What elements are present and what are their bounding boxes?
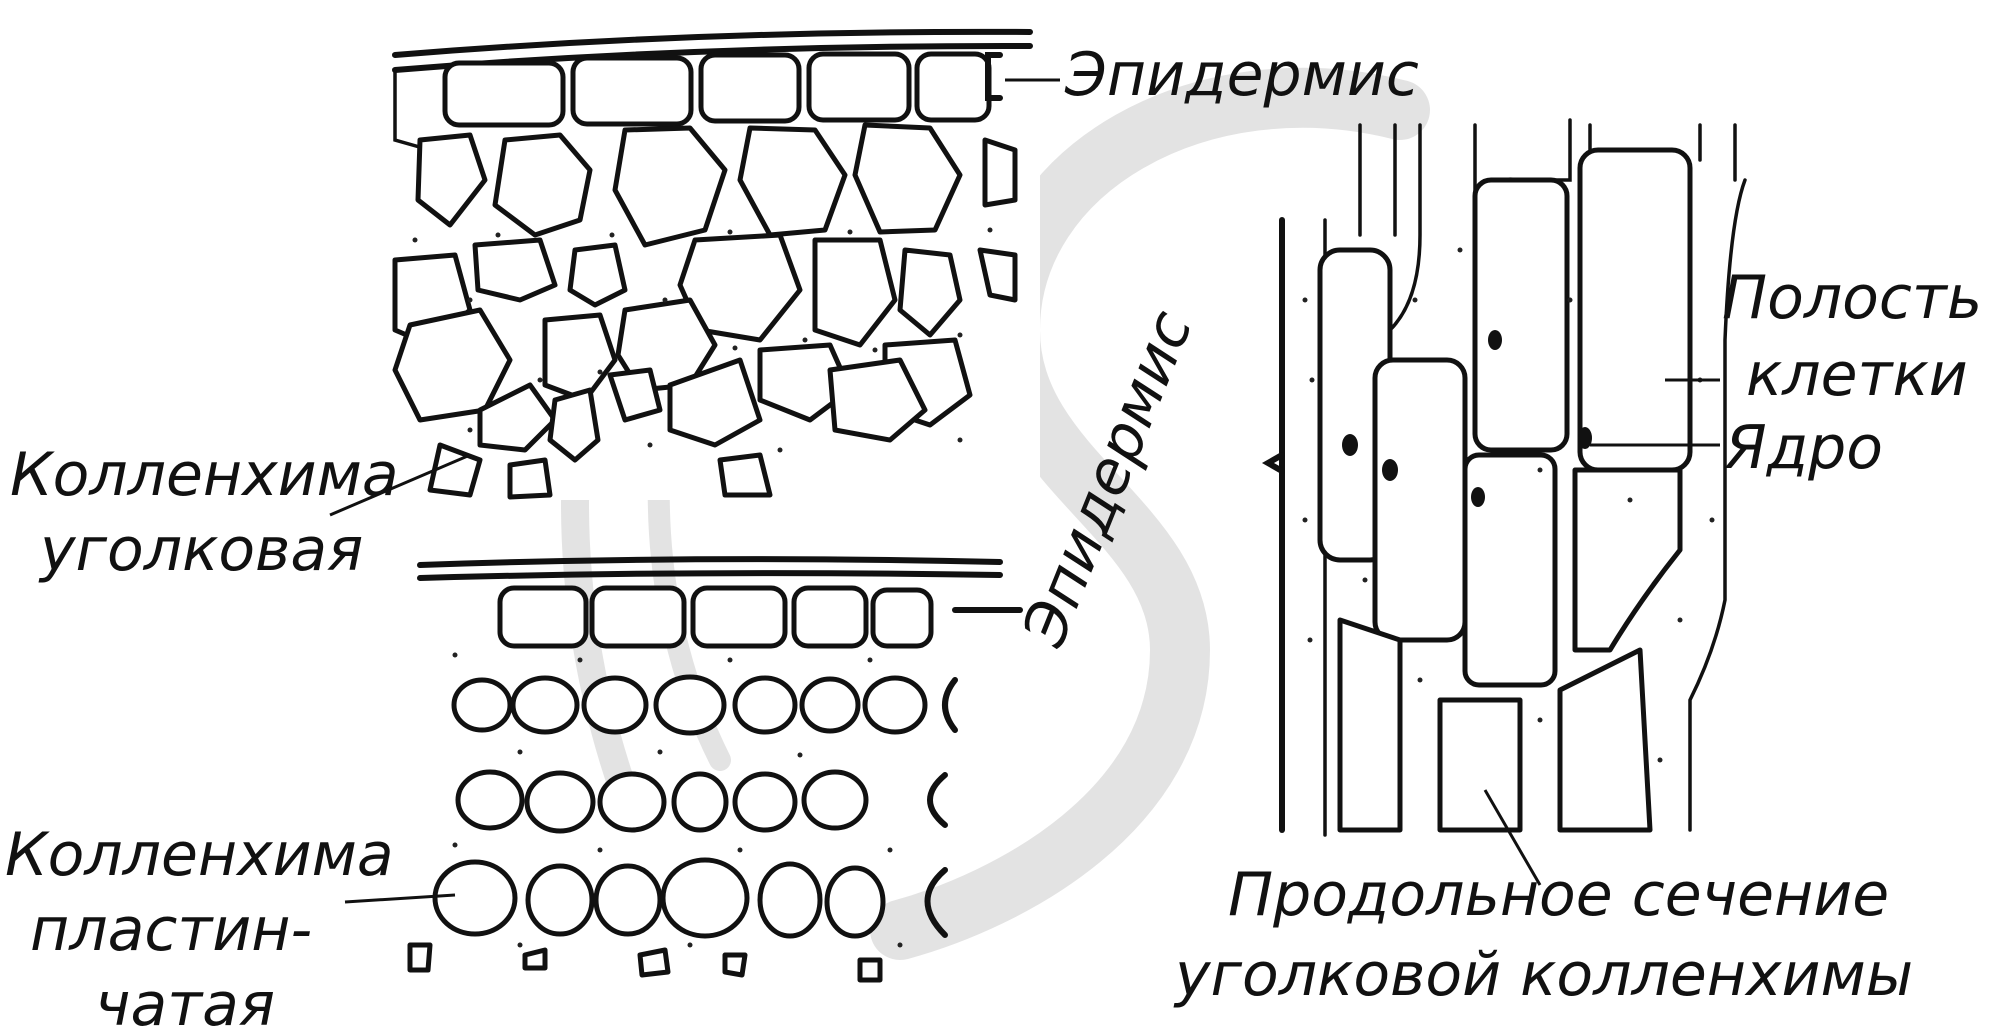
label-longitudinal-2: уголковой колленхимы <box>1173 940 1913 1010</box>
angular-collenchyma-section <box>392 28 1040 500</box>
label-lamellar-collenchyma-2: пластин- <box>30 895 312 965</box>
label-longitudinal-1: Продольное сечение <box>1228 860 1889 930</box>
label-angular-collenchyma-2: уголковая <box>38 515 363 585</box>
label-cell-cavity-2: клетки <box>1746 340 1968 410</box>
longitudinal-section <box>1261 118 1747 837</box>
lamellar-collenchyma-section <box>407 556 1023 983</box>
leader-lines <box>329 78 1720 904</box>
label-angular-collenchyma-1: Колленхима <box>10 440 399 510</box>
label-cell-cavity-1: Полость <box>1722 263 1982 333</box>
label-nucleus: Ядро <box>1724 413 1883 483</box>
label-lamellar-collenchyma-1: Колленхима <box>5 820 394 890</box>
label-epidermis-top: Эпидермис <box>1064 40 1419 110</box>
label-lamellar-collenchyma-3: чатая <box>95 970 275 1036</box>
